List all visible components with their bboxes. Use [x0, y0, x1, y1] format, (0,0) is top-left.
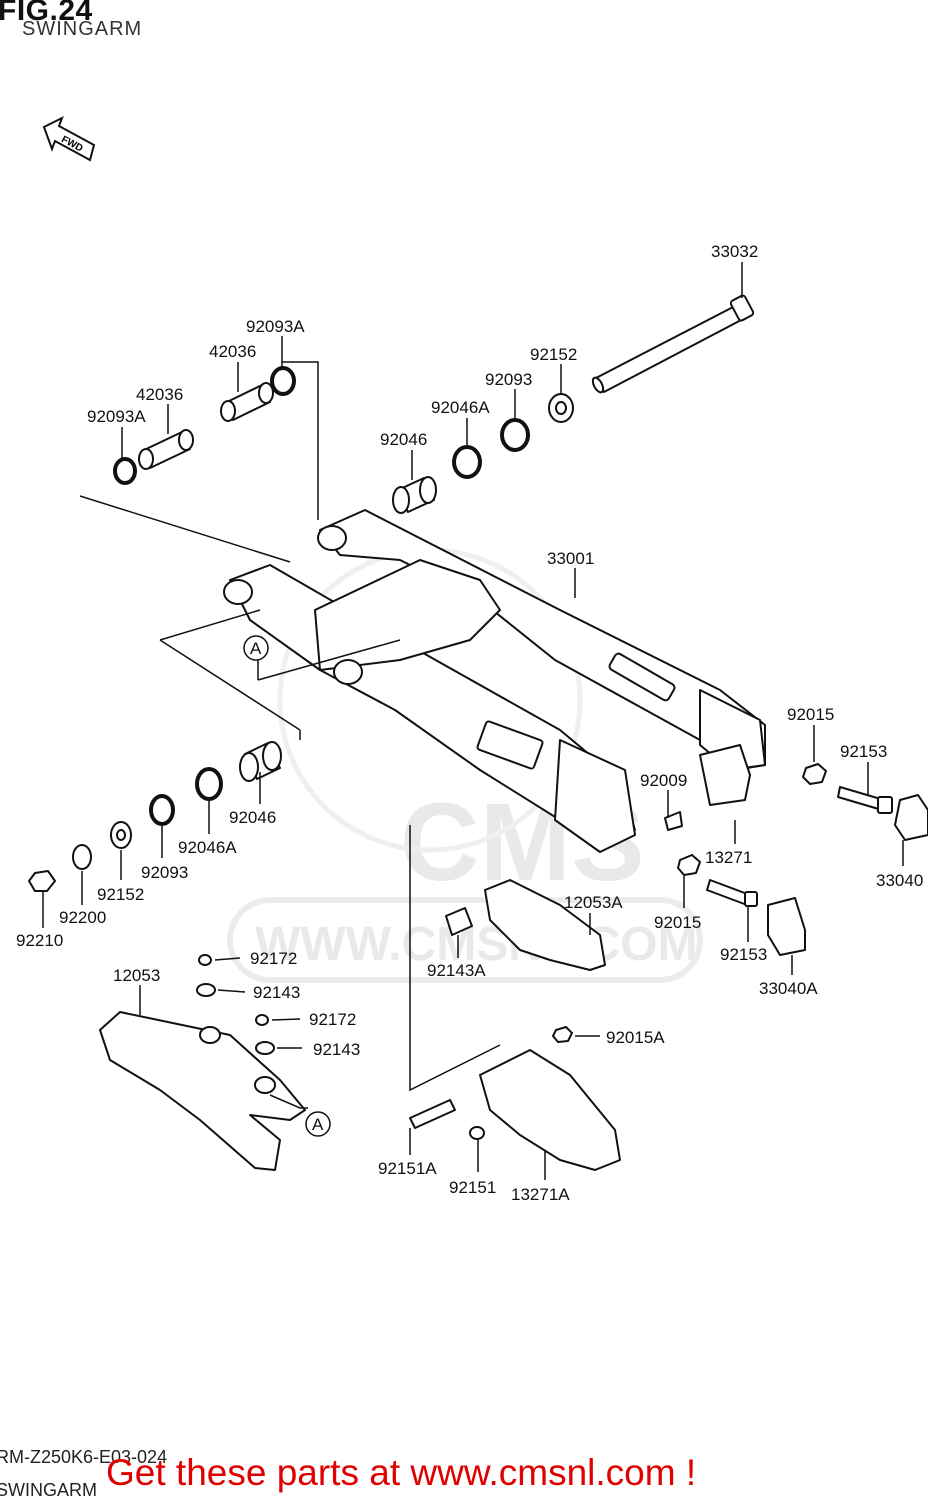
label-33040[interactable]: 33040 [876, 871, 923, 890]
needle-bearing-92046-top [392, 476, 437, 514]
label-92046A-top[interactable]: 92046A [431, 398, 490, 417]
seal-92093-bot [149, 794, 175, 826]
sleeve-42036-top [220, 382, 274, 422]
label-92172-a[interactable]: 92172 [250, 949, 297, 968]
footer-subtitle: SWINGARM [0, 1480, 97, 1500]
sleeve-42036-mid [138, 429, 194, 470]
label-13271[interactable]: 13271 [705, 848, 752, 867]
chain-guide-13271A [479, 1049, 621, 1171]
forward-arrow-icon: FWD [42, 115, 96, 162]
label-33040A[interactable]: 33040A [759, 979, 818, 998]
label-42036-mid[interactable]: 42036 [136, 385, 183, 404]
label-42036-top[interactable]: 42036 [209, 342, 256, 361]
label-92046-top[interactable]: 92046 [380, 430, 427, 449]
label-92015-mid[interactable]: 92015 [654, 913, 701, 932]
label-92093A-top[interactable]: 92093A [246, 317, 305, 336]
label-92151[interactable]: 92151 [449, 1178, 496, 1197]
seal-92093A-top [270, 366, 296, 396]
adjuster-33040 [894, 794, 928, 841]
watermark-url: WWW.CMSNL.COM [255, 918, 698, 971]
label-92143-a[interactable]: 92143 [253, 983, 300, 1002]
label-92093-bot[interactable]: 92093 [141, 863, 188, 882]
figure-title: FIG.24 [0, 0, 93, 27]
label-92151A[interactable]: 92151A [378, 1159, 437, 1178]
figure-subtitle: SWINGARM [22, 18, 143, 40]
bolt-92151A [409, 1099, 456, 1129]
reference-marker-a-bottom: A [305, 1111, 331, 1137]
seal-92093-top [500, 418, 530, 452]
label-92200[interactable]: 92200 [59, 908, 106, 927]
label-92046-bot[interactable]: 92046 [229, 808, 276, 827]
label-92015A[interactable]: 92015A [606, 1028, 665, 1047]
chain-slipper-12053 [99, 1011, 306, 1171]
label-92210[interactable]: 92210 [16, 931, 63, 950]
axle-33032 [591, 294, 755, 394]
reference-marker-a-left: A [243, 635, 269, 661]
washer-92200 [72, 844, 92, 870]
collar-92143A [445, 907, 473, 936]
label-12053[interactable]: 12053 [113, 966, 160, 985]
nut-92015-right [802, 763, 827, 785]
label-92152-top[interactable]: 92152 [530, 345, 577, 364]
needle-bearing-92046-bot [239, 741, 282, 782]
label-92093-top[interactable]: 92093 [485, 370, 532, 389]
label-33032[interactable]: 33032 [711, 242, 758, 261]
swingarm-33001 [223, 509, 766, 853]
svg-text:A: A [250, 639, 262, 658]
label-92172-b[interactable]: 92172 [309, 1010, 356, 1029]
nut-92210 [28, 870, 56, 892]
collar-92143-a [196, 983, 216, 997]
seal-92046A-bot [195, 767, 223, 801]
label-92046A-bot[interactable]: 92046A [178, 838, 237, 857]
collar-92143-b [255, 1041, 275, 1055]
screw-92172-a [198, 954, 212, 966]
seal-92093A-left [113, 457, 137, 485]
seal-92046A-top [452, 445, 482, 479]
label-92143A[interactable]: 92143A [427, 961, 486, 980]
label-92153-right[interactable]: 92153 [840, 742, 887, 761]
nut-92015-mid [677, 854, 701, 876]
label-92143-b[interactable]: 92143 [313, 1040, 360, 1059]
bolt-92153-mid [706, 879, 751, 906]
chain-guide-12053A [484, 879, 606, 971]
shop-link[interactable]: Get these parts at www.cmsnl.com ! [106, 1452, 697, 1493]
plate-13271 [699, 744, 751, 806]
adjuster-33040A [767, 897, 806, 956]
label-92009[interactable]: 92009 [640, 771, 687, 790]
label-13271A[interactable]: 13271A [511, 1185, 570, 1204]
label-92153-mid[interactable]: 92153 [720, 945, 767, 964]
part-labels: 33032 92093A 42036 42036 92093A 92152 92… [16, 242, 923, 1204]
label-92152-bot[interactable]: 92152 [97, 885, 144, 904]
label-33001[interactable]: 33001 [547, 549, 594, 568]
leader-lines [42, 262, 904, 1180]
label-92093A-left[interactable]: 92093A [87, 407, 146, 426]
label-12053A[interactable]: 12053A [564, 893, 623, 912]
nut-92015A [552, 1026, 573, 1043]
label-92015-right[interactable]: 92015 [787, 705, 834, 724]
model-code: RM-Z250K6-E03-024 [0, 1447, 168, 1467]
bolt-92151 [469, 1126, 485, 1140]
screw-92009 [664, 811, 683, 831]
svg-text:A: A [312, 1115, 324, 1134]
screw-92172-b [255, 1014, 269, 1026]
